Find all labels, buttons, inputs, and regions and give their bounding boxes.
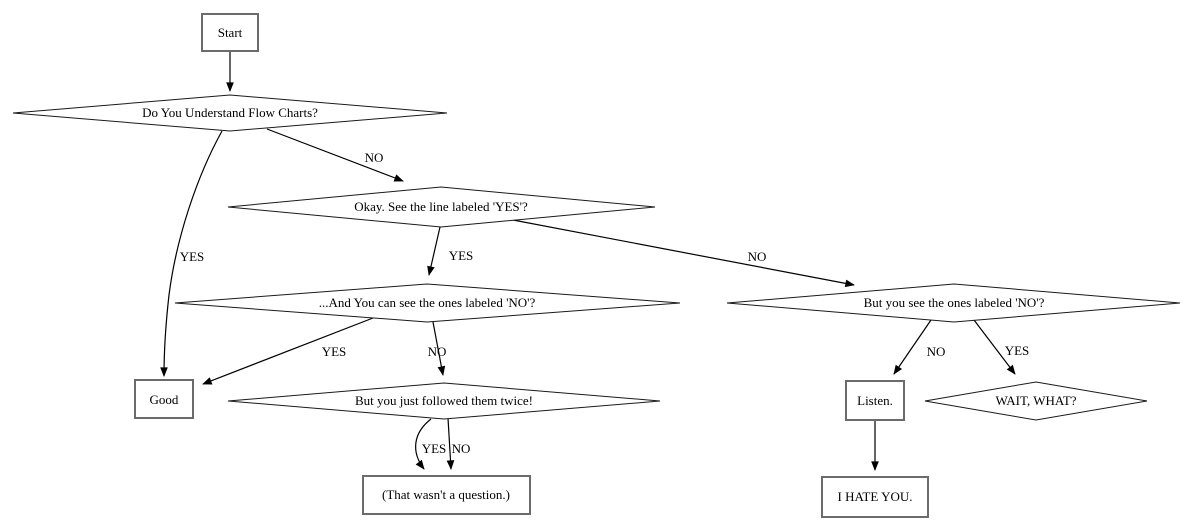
and-see-no-label: ...And You can see the ones labeled 'NO'… [319, 295, 536, 310]
edge-and-see-no-no-to-followed-twice [432, 321, 446, 376]
start-node-label: Start [218, 25, 243, 40]
edge-label-okay-yes: YES [449, 248, 474, 263]
followed-twice-diamond [227, 382, 661, 420]
start-node [201, 13, 259, 52]
i-hate-you-label: I HATE YOU. [838, 489, 913, 504]
edge-okay-yes-to-and-see-no [427, 226, 441, 276]
edge-label-followed-twice-no: NO [452, 441, 471, 456]
listen-node-label: Listen. [857, 393, 893, 408]
edge-label-okay-no: NO [748, 249, 767, 264]
and-see-no-diamond [174, 283, 681, 323]
not-a-question-label: (That wasn't a question.) [382, 487, 510, 502]
edge-label-followed-twice-yes: YES [422, 441, 447, 456]
not-a-question-node [362, 475, 531, 515]
understand-flowcharts-diamond [12, 94, 448, 132]
edge-understand-yes-to-good [160, 130, 223, 377]
edge-but-see-no-yes-to-wait-what [973, 319, 1016, 375]
wait-what-label: WAIT, WHAT? [995, 393, 1076, 408]
listen-node [845, 380, 905, 421]
edge-label-but-see-no-no: NO [927, 344, 946, 359]
wait-what-diamond [924, 381, 1148, 421]
but-see-no-label: But you see the ones labeled 'NO'? [864, 295, 1045, 310]
edge-but-see-no-no-to-listen [893, 319, 932, 375]
followed-twice-label: But you just followed them twice! [355, 393, 533, 408]
edge-label-and-see-no-no: NO [428, 344, 447, 359]
edge-followed-twice-no-to-not-a-question [446, 417, 455, 470]
understand-flowcharts-label: Do You Understand Flow Charts? [142, 105, 318, 120]
edge-label-and-see-no-yes: YES [322, 344, 347, 359]
edge-label-but-see-no-yes: YES [1005, 343, 1030, 358]
okay-see-yes-label: Okay. See the line labeled 'YES'? [354, 199, 528, 214]
edge-label-understand-no: NO [365, 150, 384, 165]
good-node-label: Good [150, 392, 179, 407]
edge-label-understand-yes: YES [180, 249, 205, 264]
okay-see-yes-diamond [227, 186, 656, 228]
edge-okay-no-to-but-see-no [512, 219, 855, 288]
good-node [134, 379, 194, 419]
edge-followed-twice-yes-to-not-a-question [415, 418, 432, 470]
but-see-no-diamond [726, 283, 1181, 323]
edge-understand-no-to-okay [266, 128, 404, 182]
i-hate-you-node [821, 476, 929, 518]
edge-and-see-no-yes-to-good [202, 317, 374, 385]
